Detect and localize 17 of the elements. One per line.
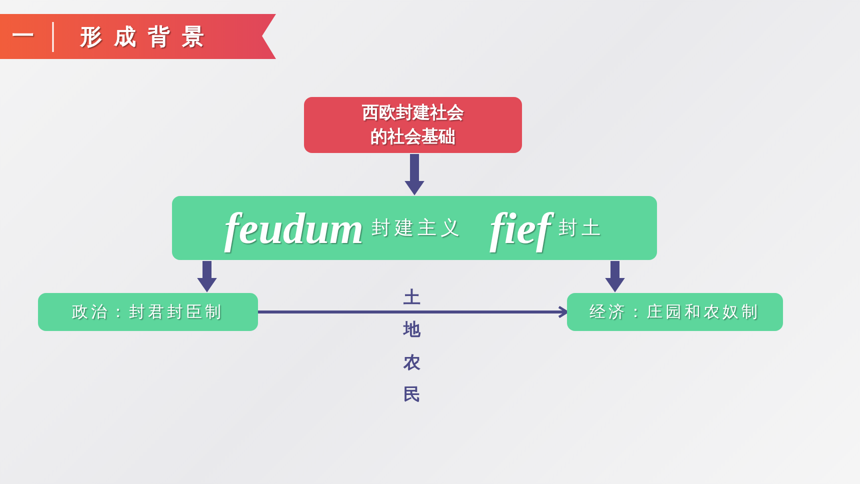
section-number: 一: [12, 22, 34, 51]
arrow: [258, 306, 568, 318]
latin-term: feudum: [224, 202, 364, 254]
box-text: 西欧封建社会的社会基础: [361, 102, 465, 149]
term-box: [172, 196, 657, 260]
down-arrow: [404, 154, 424, 196]
term-translation: 封土: [558, 216, 605, 241]
down-arrow: [197, 261, 217, 292]
down-arrow: [605, 261, 625, 292]
section-title: 形成背景: [80, 23, 216, 52]
box-text: 政治：封君封臣制: [72, 302, 224, 322]
edge-label: 土地农民: [404, 287, 420, 407]
box-text: 经济：庄园和农奴制: [590, 302, 760, 322]
cause-box: [304, 97, 522, 153]
term-translation: 封建主义: [372, 216, 464, 241]
aspect-box: [567, 293, 783, 331]
aspect-box: [38, 293, 258, 331]
